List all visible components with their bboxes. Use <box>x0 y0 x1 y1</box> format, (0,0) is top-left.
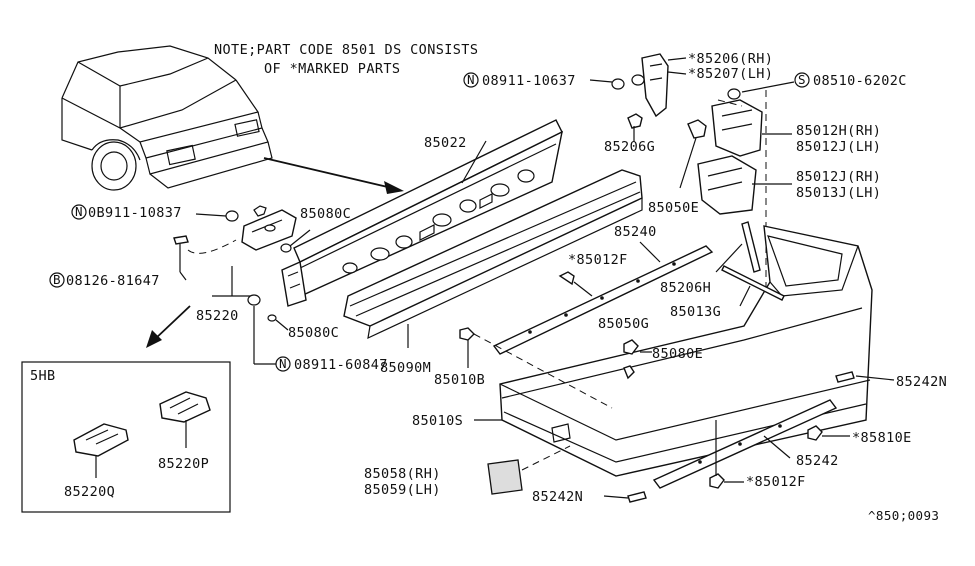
label-85220: 85220 <box>196 308 239 324</box>
label-85242n-b: 85242N <box>532 489 583 505</box>
label-85206g: 85206G <box>604 139 655 155</box>
label-85080c-a: 85080C <box>300 206 351 222</box>
car-rear-icon <box>61 45 273 191</box>
note-line-1: NOTE;PART CODE 8501 DS CONSISTS <box>214 42 478 58</box>
footer-code: ^850;0093 <box>868 508 939 523</box>
label-85207-lh: *85207(LH) <box>688 66 773 82</box>
label-85810e: *85810E <box>852 430 912 446</box>
label-85012f-a: *85012F <box>568 252 628 268</box>
bracket-85220q <box>73 423 129 457</box>
bracket-85013j <box>697 155 757 215</box>
note-line-2: OF *MARKED PARTS <box>264 61 400 77</box>
bumper-cover-85090m <box>343 169 643 340</box>
label-85206h: 85206H <box>660 280 711 296</box>
label-85059-lh: 85059(LH) <box>364 482 441 498</box>
label-85013g: 85013G <box>670 304 721 320</box>
rear-bumper-body <box>499 225 873 477</box>
symbol-nut-3: N <box>467 72 475 87</box>
bracket-85012h <box>711 99 763 157</box>
bracket-85206 <box>641 53 669 118</box>
label-85012j-lh-a: 85012J(LH) <box>796 139 881 155</box>
label-85012f-b: *85012F <box>746 474 806 490</box>
label-85058-rh: 85058(RH) <box>364 466 441 482</box>
symbol-nut-2: N <box>279 356 287 371</box>
inset-frame <box>21 361 231 513</box>
label-85012h-rh: 85012H(RH) <box>796 123 881 139</box>
label-85010s: 85010S <box>412 413 463 429</box>
symbol-nut-1: N <box>75 204 83 219</box>
label-85050e: 85050E <box>648 200 699 216</box>
label-85022: 85022 <box>424 135 467 151</box>
symbol-screw: S <box>798 72 806 87</box>
reflector-85058 <box>487 423 571 495</box>
label-08126-81647: 08126-81647 <box>66 273 160 289</box>
symbol-bolt: B <box>53 272 61 287</box>
label-85242: 85242 <box>796 453 839 469</box>
label-85220q: 85220Q <box>64 484 115 500</box>
label-85010b: 85010B <box>434 372 485 388</box>
label-85050g: 85050G <box>598 316 649 332</box>
label-85080c-b: 85080C <box>288 325 339 341</box>
label-85090m: 85090M <box>380 360 431 376</box>
label-85240: 85240 <box>614 224 657 240</box>
arrow-icon <box>263 157 404 194</box>
label-85242n-a: 85242N <box>896 374 947 390</box>
label-08911-60847: 08911-60847 <box>294 357 388 373</box>
label-85080e: 85080E <box>652 346 703 362</box>
bracket-85220p <box>159 391 211 423</box>
retainer-85242 <box>652 399 838 489</box>
label-85013j-lh: 85013J(LH) <box>796 185 881 201</box>
retainer-85240 <box>492 245 714 355</box>
label-08510-6202c: 08510-6202C <box>813 73 907 89</box>
label-08911-10637: 08911-10637 <box>482 73 576 89</box>
label-0b911-10837: 0B911-10837 <box>88 205 182 221</box>
bracket-85220 <box>241 209 307 307</box>
inset-title: 5HB <box>30 368 56 384</box>
label-85220p: 85220P <box>158 456 209 472</box>
label-85206-rh: *85206(RH) <box>688 51 773 67</box>
label-85012j-rh: 85012J(RH) <box>796 169 881 185</box>
